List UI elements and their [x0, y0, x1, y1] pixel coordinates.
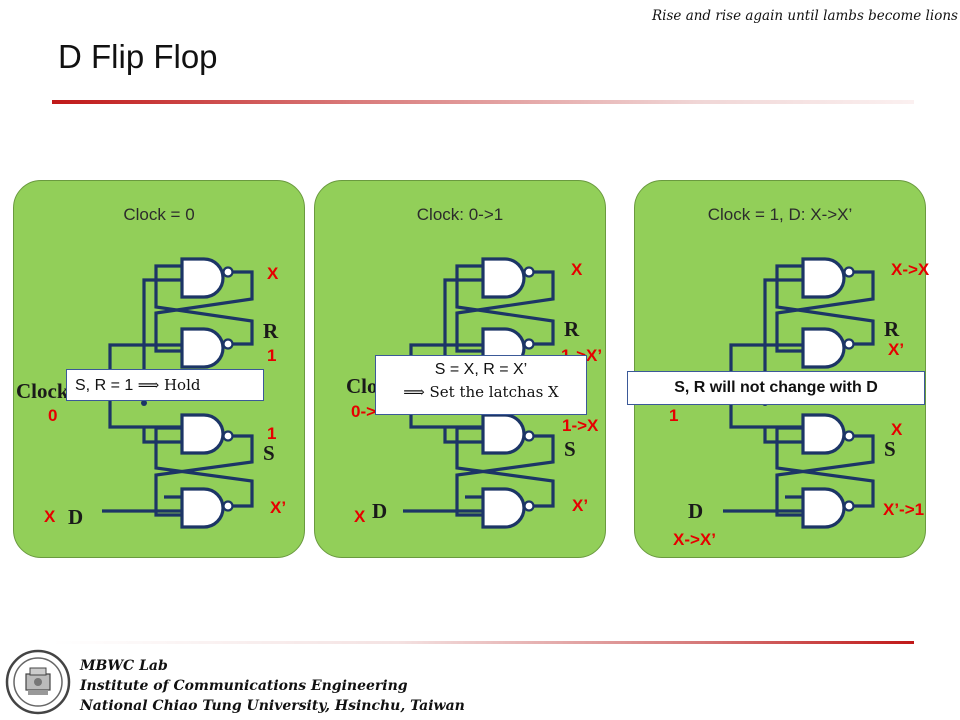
title-underline: [52, 100, 914, 104]
footer-affiliation: MBWC Lab Institute of Communications Eng…: [80, 656, 465, 716]
label-d-value: X: [44, 507, 56, 526]
callout-text: S = X, R = X’: [434, 361, 528, 378]
label-s: S: [564, 437, 576, 461]
footer-institute: Institute of Communications Engineering: [80, 678, 408, 694]
label-clock-value: 0->: [351, 402, 377, 421]
callout-set-latch: S = X, R = X’ ⟹ Set the latchas X: [375, 355, 587, 415]
label-r: R: [263, 319, 279, 343]
panel-clock-1: Clock = 1, D: X->X’ X->X R X’ 1 X S D X-…: [627, 180, 930, 558]
label-s: S: [884, 437, 896, 461]
label-r-value: 1: [267, 346, 277, 365]
label-x-bar: X’: [270, 498, 287, 517]
label-d-value: X: [354, 507, 366, 526]
panel-clock-0: Clock = 0 X R 1 Clock 0 1 S X D X’ S, R …: [13, 180, 305, 558]
label-s-value: 1: [267, 424, 277, 443]
label-d: D: [372, 499, 388, 523]
university-seal-logo: [5, 649, 71, 715]
footer-rule: [52, 641, 914, 644]
label-clock: Clock: [16, 379, 69, 403]
label-d: D: [68, 505, 84, 529]
label-d: D: [688, 499, 704, 523]
label-s: S: [263, 441, 275, 465]
label-clock-value: 1: [669, 406, 679, 425]
label-s-value: X: [891, 420, 903, 439]
footer-lab: MBWC Lab: [80, 658, 168, 674]
label-x-output: X: [267, 264, 279, 283]
callout-math: ⟹ Set the latchas X: [403, 383, 559, 401]
d-flip-flop-circuit: [721, 257, 875, 529]
callout-math: ⟹ Hold: [137, 376, 201, 394]
panel-title: Clock = 0: [123, 205, 195, 224]
panel-title: Clock = 1, D: X->X’: [707, 205, 853, 224]
label-r: R: [564, 317, 580, 341]
label-s-value: 1->X: [562, 416, 599, 435]
label-x-bar: X’->1: [883, 500, 925, 519]
panel-clock-rising: Clock: 0->1 X R 1->X’ Clock 0-> 1->X S X…: [314, 180, 606, 558]
label-r-value: X’: [888, 340, 905, 359]
motto: Rise and rise again until lambs become l…: [652, 8, 958, 24]
callout-text: S, R will not change with D: [674, 379, 878, 396]
label-x-output: X: [571, 260, 583, 279]
callout-text: S, R = 1: [75, 377, 138, 394]
callout-no-change: S, R will not change with D: [627, 371, 925, 405]
callout-hold: S, R = 1 ⟹ Hold: [66, 369, 264, 401]
footer-university: National Chiao Tung University, Hsinchu,…: [80, 698, 465, 714]
label-x-bar: X’: [572, 496, 589, 515]
label-x-output: X->X: [891, 260, 930, 279]
label-d-value: X->X’: [673, 530, 716, 549]
label-r: R: [884, 317, 900, 341]
slide-title: D Flip Flop: [58, 38, 218, 75]
label-clock-value: 0: [48, 406, 58, 425]
panel-title: Clock: 0->1: [416, 205, 504, 224]
